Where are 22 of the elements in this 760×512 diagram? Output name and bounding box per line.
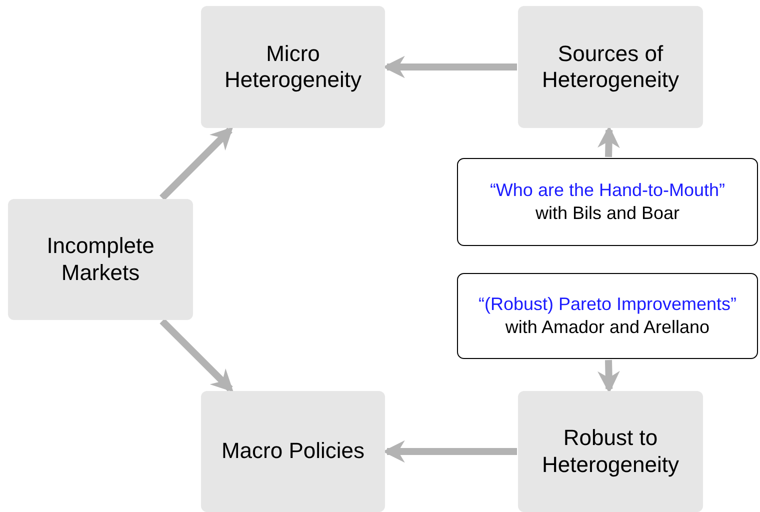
process-box xyxy=(8,199,193,320)
arrow xyxy=(160,318,234,392)
node-text: with Amador and Arellano xyxy=(505,316,710,339)
title-text: “(Robust) Pareto Improvements” xyxy=(478,292,737,316)
process-box xyxy=(518,6,703,128)
arrow xyxy=(598,360,620,394)
arrow xyxy=(382,56,517,78)
node-text: Micro Heterogeneity xyxy=(224,40,362,94)
note-box xyxy=(457,158,758,246)
node-text: with Bils and Boar xyxy=(535,202,680,225)
arrow xyxy=(160,126,234,200)
process-box xyxy=(518,391,703,512)
node-text: Macro Policies xyxy=(221,438,365,465)
note-box xyxy=(457,273,758,359)
node-text: Robust to Heterogeneity xyxy=(541,425,680,478)
title-text: “Who are the Hand-to-Mouth” xyxy=(490,178,726,202)
process-box xyxy=(201,391,385,512)
node-text: Sources of Heterogeneity xyxy=(541,40,680,94)
node-text: Incomplete Markets xyxy=(46,233,156,286)
arrow xyxy=(598,126,620,158)
process-box xyxy=(201,6,385,128)
arrow xyxy=(382,440,517,463)
